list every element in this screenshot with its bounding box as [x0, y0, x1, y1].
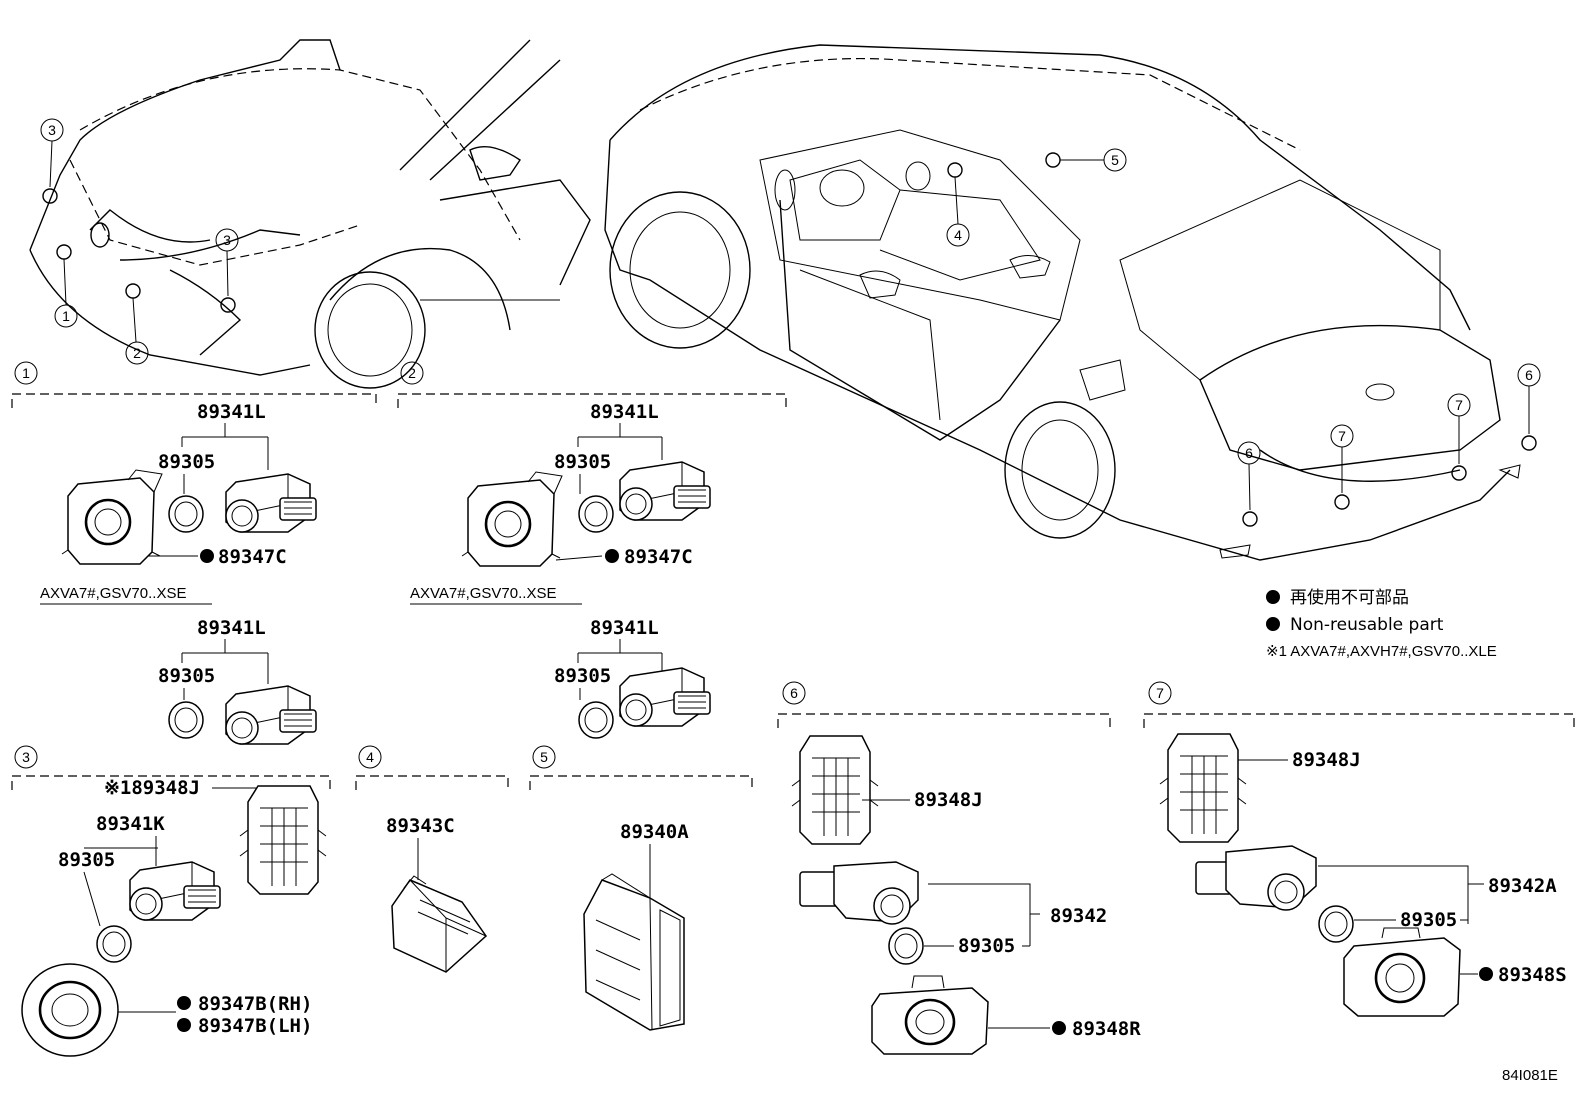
svg-text:89340A: 89340A — [620, 821, 689, 843]
svg-text:3: 3 — [22, 749, 30, 765]
svg-text:89341L: 89341L — [197, 401, 266, 423]
svg-text:2: 2 — [408, 365, 416, 381]
svg-text:再使用不可部品: 再使用不可部品 — [1290, 587, 1409, 608]
svg-text:89341L: 89341L — [590, 401, 659, 423]
callout-7a: 7 — [1330, 424, 1354, 510]
round-bezel — [21, 963, 119, 1057]
svg-text:AXVA7#,GSV70..XSE: AXVA7#,GSV70..XSE — [410, 585, 556, 602]
svg-text:89348J: 89348J — [1292, 749, 1361, 771]
svg-text:AXVA7#,GSV70..XSE: AXVA7#,GSV70..XSE — [40, 585, 186, 602]
svg-text:89348J: 89348J — [914, 789, 983, 811]
svg-text:89348S: 89348S — [1498, 964, 1567, 986]
svg-text:89305: 89305 — [158, 451, 215, 473]
rear-car-illustration — [604, 44, 1521, 561]
svg-text:※189348J: ※189348J — [104, 777, 200, 799]
svg-text:89347C: 89347C — [218, 546, 287, 568]
svg-text:89305: 89305 — [554, 451, 611, 473]
callout-7b: 7 — [1447, 393, 1471, 481]
svg-text:6: 6 — [790, 685, 798, 701]
front-car-illustration — [29, 39, 591, 389]
svg-text:89341L: 89341L — [197, 617, 266, 639]
section-1-variant: AXVA7#,GSV70..XSE 89341L 89305 — [40, 585, 317, 745]
svg-text:2: 2 — [133, 345, 141, 361]
svg-text:89342A: 89342A — [1488, 875, 1557, 897]
svg-text:89343C: 89343C — [386, 815, 455, 837]
legend: 再使用不可部品 Non-reusable part ※1 AXVA7#,AXVH… — [1266, 587, 1497, 660]
svg-text:89347C: 89347C — [624, 546, 693, 568]
svg-text:89305: 89305 — [554, 665, 611, 687]
svg-text:89305: 89305 — [58, 849, 115, 871]
svg-text:6: 6 — [1525, 367, 1533, 383]
svg-text:89305: 89305 — [158, 665, 215, 687]
section-3: 3 ※189348J 89341K 89305 89347B(RH) 89347… — [11, 745, 331, 1057]
callout-4a: 4 — [946, 162, 970, 247]
svg-text:89305: 89305 — [958, 935, 1015, 957]
diagram-id: 84I081E — [1502, 1067, 1558, 1084]
svg-text:5: 5 — [540, 749, 548, 765]
callout-6a: 6 — [1237, 441, 1261, 527]
section-6: 6 89348J 89342 89305 89348R — [777, 681, 1141, 1055]
svg-text:89342: 89342 — [1050, 905, 1107, 927]
svg-text:7: 7 — [1338, 428, 1346, 444]
svg-text:89347B(LH): 89347B(LH) — [198, 1015, 312, 1037]
svg-text:3: 3 — [48, 122, 56, 138]
svg-text:89305: 89305 — [1400, 909, 1457, 931]
svg-text:5: 5 — [1111, 152, 1119, 168]
svg-text:89341K: 89341K — [96, 813, 165, 835]
svg-text:1: 1 — [62, 308, 70, 324]
callout-2a: 2 — [125, 283, 149, 365]
svg-text:6: 6 — [1245, 445, 1253, 461]
section-2: 2 89341L 89305 89347C — [397, 361, 787, 568]
svg-text:89341L: 89341L — [590, 617, 659, 639]
callout-3b: 3 — [215, 228, 239, 313]
svg-text:3: 3 — [223, 232, 231, 248]
callout-6b: 6 — [1517, 363, 1541, 451]
callout-5a: 5 — [1045, 148, 1127, 172]
callout-1a: 1 — [54, 244, 78, 328]
svg-text:7: 7 — [1455, 397, 1463, 413]
svg-text:1: 1 — [22, 365, 30, 381]
svg-text:4: 4 — [954, 227, 962, 243]
svg-text:Non-reusable part: Non-reusable part — [1290, 615, 1444, 635]
section-5: 5 89340A — [529, 745, 753, 1031]
svg-text:4: 4 — [366, 749, 374, 765]
svg-text:7: 7 — [1156, 685, 1164, 701]
svg-text:89348R: 89348R — [1072, 1018, 1141, 1040]
section-1: 1 89341L 89305 89347C — [11, 361, 377, 568]
callout-3a: 3 — [40, 118, 64, 204]
svg-text:※1 AXVA7#,AXVH7#,GSV70..XLE: ※1 AXVA7#,AXVH7#,GSV70..XLE — [1266, 643, 1497, 660]
section-7: 7 89348J 89342A 89305 89348S — [1143, 681, 1575, 1017]
section-4: 4 89343C — [355, 745, 509, 973]
section-2-variant: AXVA7#,GSV70..XSE 89341L 89305 — [410, 585, 711, 739]
svg-text:89347B(RH): 89347B(RH) — [198, 993, 312, 1015]
